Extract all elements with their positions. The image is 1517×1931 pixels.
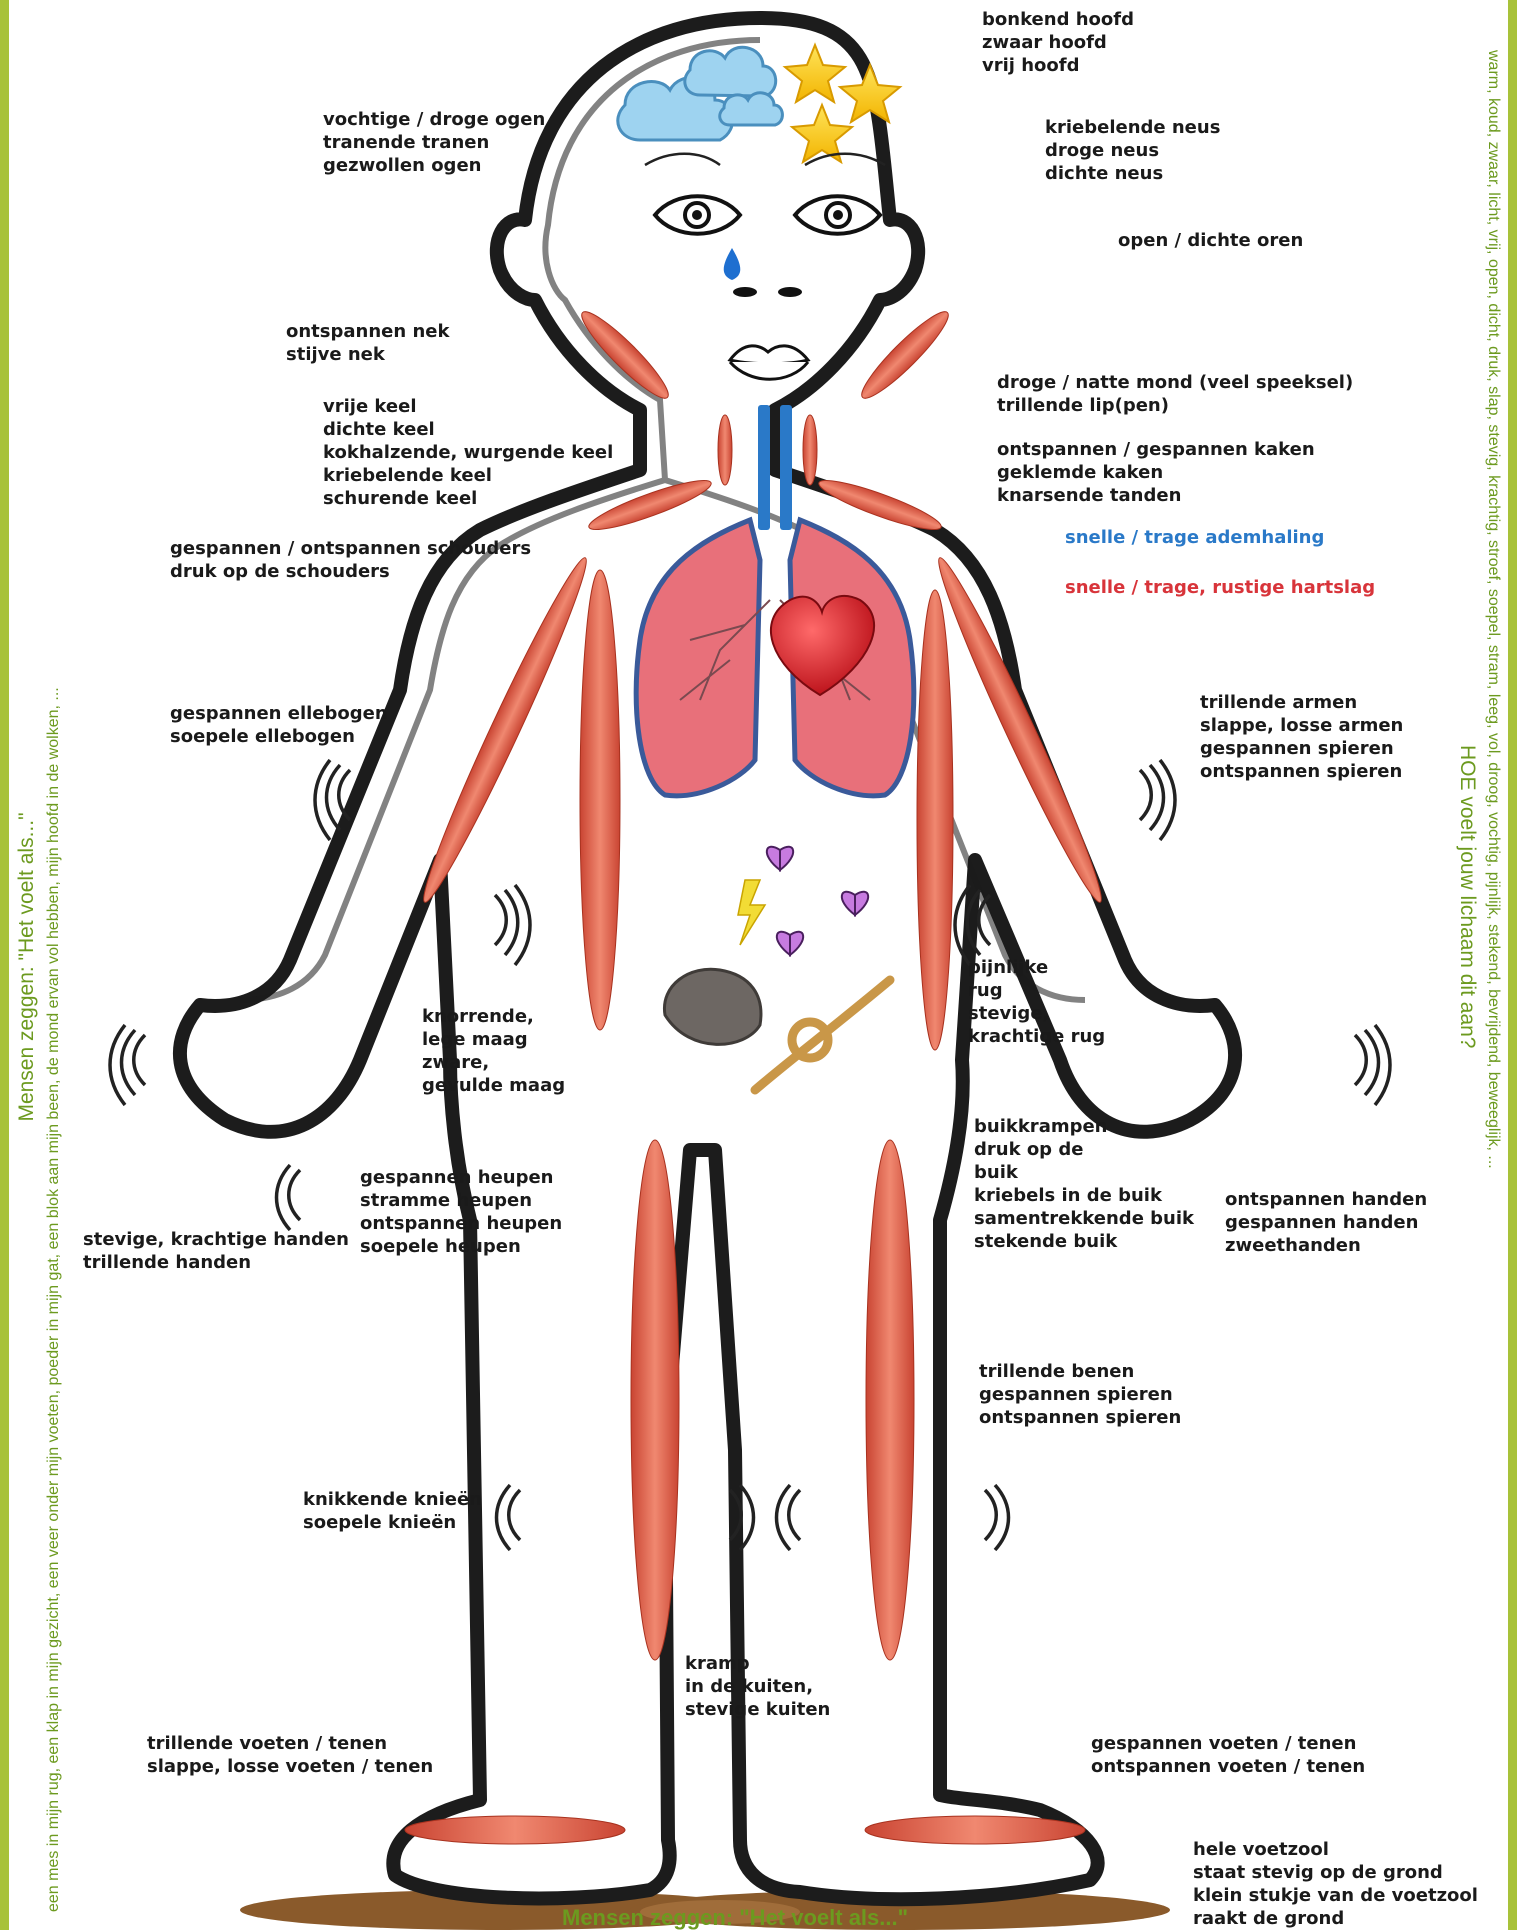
right-side-text: warm, koud, zwaar, licht, vrij, open, di… bbox=[1484, 50, 1502, 1850]
label-belly: buikkrampen druk op de buik kriebels in … bbox=[974, 1115, 1194, 1253]
label-hips: gespannen heupen stramme heupen ontspann… bbox=[360, 1166, 562, 1258]
label-arms: trillende armen slappe, losse armen gesp… bbox=[1200, 691, 1403, 783]
label-nose: kriebelende neus droge neus dichte neus bbox=[1045, 116, 1220, 185]
right-side-title: HOE voelt jouw lichaam dit aan? bbox=[1455, 745, 1479, 1850]
right-nostril bbox=[778, 287, 802, 297]
label-heartbeat: snelle / trage, rustige hartslag bbox=[1065, 576, 1375, 599]
label-throat: vrije keel dichte keel kokhalzende, wurg… bbox=[323, 395, 613, 510]
left-side-text: een mes in mijn rug, een klap in mijn ge… bbox=[45, 62, 63, 1912]
label-feet-left: trillende voeten / tenen slappe, losse v… bbox=[147, 1732, 433, 1778]
label-eyes: vochtige / droge ogen tranende tranen ge… bbox=[323, 108, 545, 177]
right-eye bbox=[795, 196, 880, 234]
label-knees: knikkende knieën soepele knieën bbox=[303, 1488, 482, 1534]
label-sole: hele voetzool staat stevig op de grond k… bbox=[1193, 1838, 1478, 1930]
left-vertical-text-block: Mensen zeggen: "Het voelt als..." een me… bbox=[15, 62, 63, 1912]
left-nostril bbox=[733, 287, 757, 297]
right-vertical-text-block: warm, koud, zwaar, licht, vrij, open, di… bbox=[1455, 50, 1502, 1850]
label-ears: open / dichte oren bbox=[1118, 229, 1303, 252]
label-stomach: knorrende, lege maag zware, gevulde maag bbox=[422, 1005, 565, 1097]
label-hands-left: stevige, krachtige handen trillende hand… bbox=[83, 1228, 349, 1274]
label-elbows: gespannen ellebogen soepele ellebogen bbox=[170, 702, 388, 748]
label-hands-right: ontspannen handen gespannen handen zweet… bbox=[1225, 1188, 1427, 1257]
left-eye bbox=[655, 196, 740, 234]
label-legs: trillende benen gespannen spieren ontspa… bbox=[979, 1360, 1181, 1429]
label-breathing: snelle / trage ademhaling bbox=[1065, 526, 1324, 549]
left-side-title: Mensen zeggen: "Het voelt als..." bbox=[15, 142, 39, 1792]
label-calves: kramp in de kuiten, stevige kuiten bbox=[685, 1652, 830, 1721]
label-neck: ontspannen nek stijve nek bbox=[286, 320, 449, 366]
label-head: bonkend hoofd zwaar hoofd vrij hoofd bbox=[982, 8, 1134, 77]
label-shoulders: gespannen / ontspannen schouders druk op… bbox=[170, 537, 531, 583]
label-feet-right: gespannen voeten / tenen ontspannen voet… bbox=[1091, 1732, 1365, 1778]
label-mouth: droge / natte mond (veel speeksel) trill… bbox=[997, 371, 1353, 417]
label-jaws: ontspannen / gespannen kaken geklemde ka… bbox=[997, 438, 1315, 507]
bottom-title: Mensen zeggen: "Het voelt als..." bbox=[562, 1905, 908, 1931]
label-back: pijnlijke rug stevige, krachtige rug bbox=[968, 956, 1105, 1048]
